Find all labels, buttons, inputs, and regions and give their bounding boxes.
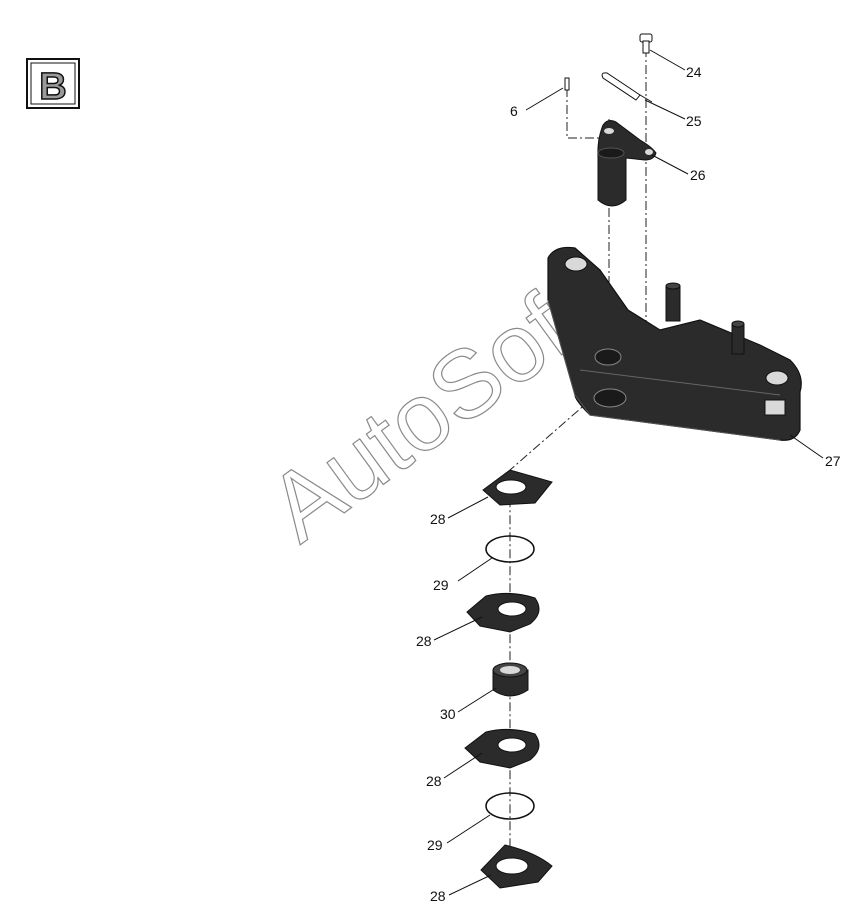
- axis-lower: [509, 387, 605, 880]
- leader-26: [651, 154, 689, 175]
- pivot-pin-26: [597, 120, 657, 207]
- leader-6: [525, 87, 564, 111]
- leader-24: [649, 49, 686, 71]
- leader-29-b: [446, 814, 491, 844]
- leader-30: [457, 687, 497, 713]
- callout-28-d: 28: [430, 888, 446, 904]
- callouts: 6 24 25 26 27 28 29 28 30 28 29 28: [416, 64, 841, 904]
- callout-28-c: 28: [426, 773, 442, 789]
- cotter-pin-6: [564, 77, 570, 91]
- leader-28-a: [447, 496, 489, 519]
- leader-28-c: [443, 752, 483, 779]
- callout-28-a: 28: [430, 511, 446, 527]
- leader-28-d: [448, 874, 492, 896]
- callout-30: 30: [440, 706, 456, 722]
- leader-lines: [433, 49, 824, 896]
- callout-26: 26: [690, 167, 706, 183]
- o-ring-29-b: [485, 792, 535, 820]
- view-label: B: [39, 66, 66, 108]
- callout-29-b: 29: [427, 837, 443, 853]
- bolt-24: [639, 33, 653, 54]
- thrust-plate-28-c: [464, 728, 540, 769]
- leader-29-a: [457, 557, 493, 582]
- view-label-box: B: [26, 58, 80, 109]
- leader-28-b: [433, 616, 483, 641]
- callout-25: 25: [686, 113, 702, 129]
- callout-27: 27: [825, 453, 841, 469]
- leader-25: [644, 99, 686, 120]
- thrust-plate-28-b: [466, 592, 540, 633]
- clevis-pin-25: [601, 72, 653, 103]
- thrust-plate-28-a: [482, 469, 553, 506]
- leader-27: [789, 434, 824, 459]
- callout-6: 6: [510, 103, 518, 119]
- bushing-30: [492, 662, 529, 697]
- callout-29-a: 29: [433, 577, 449, 593]
- callout-28-b: 28: [416, 633, 432, 649]
- thrust-plate-28-d: [480, 844, 553, 889]
- callout-24: 24: [686, 64, 702, 80]
- bracket-27: [547, 246, 802, 441]
- o-ring-29-a: [485, 535, 535, 563]
